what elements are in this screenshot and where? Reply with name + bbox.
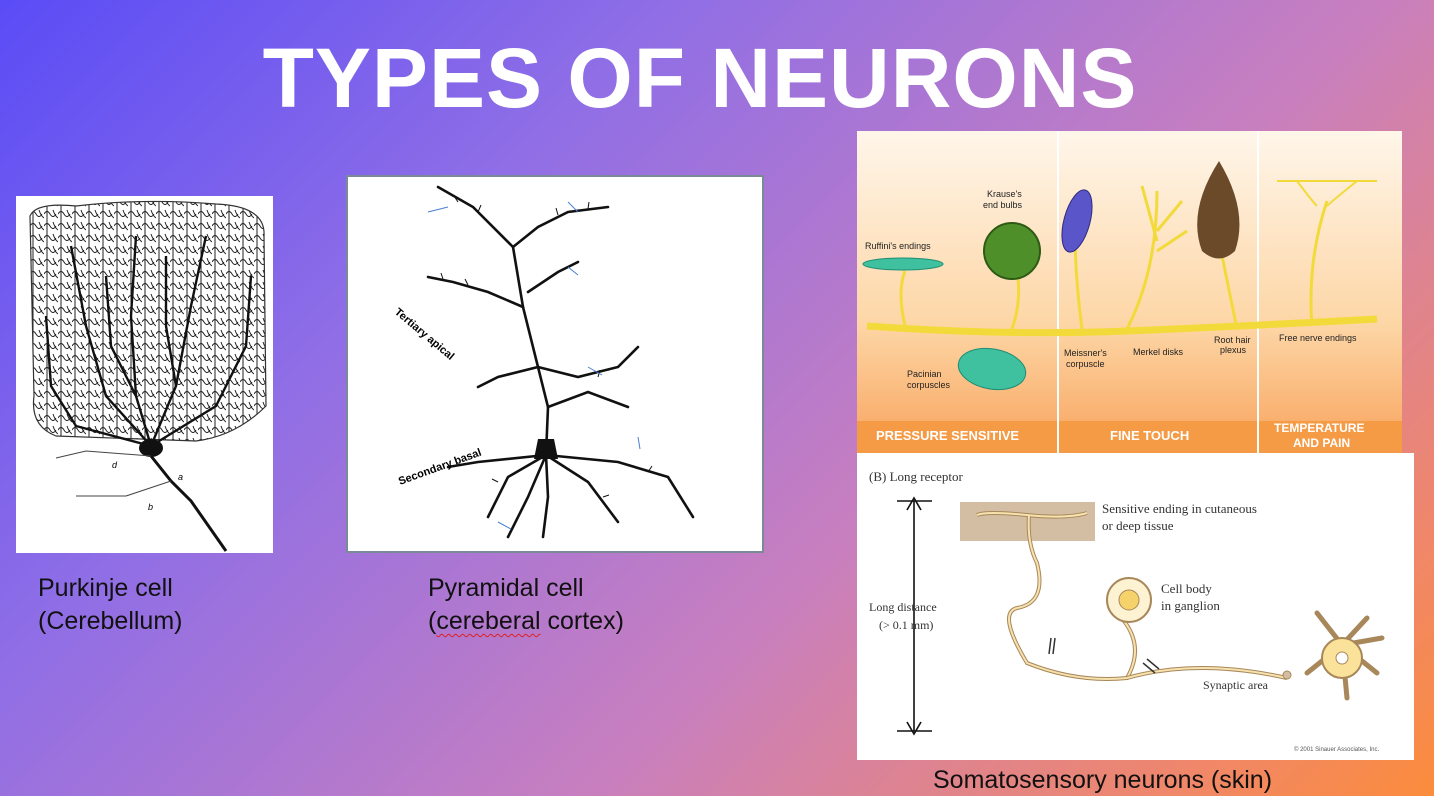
purkinje-label-d: d — [112, 460, 118, 470]
purkinje-label-a: a — [178, 472, 183, 482]
ending-label-1: Sensitive ending in cutaneous — [1102, 501, 1257, 516]
pyramidal-label-tertiary: Tertiary apical — [392, 306, 456, 363]
purkinje-label-b: b — [148, 502, 153, 512]
pyramidal-caption-line1: Pyramidal cell — [428, 574, 584, 602]
pyramidal-caption: Pyramidal cell (cereberal cortex) — [428, 572, 624, 638]
purkinje-caption-line1: Purkinje cell — [38, 574, 173, 602]
label-pacinian-2: corpuscles — [907, 380, 951, 390]
label-meissner: Meissner's — [1064, 348, 1107, 358]
pyramidal-label-secondary: Secondary basal — [397, 447, 483, 488]
somatosensory-caption: Somatosensory neurons (skin) — [933, 766, 1273, 794]
label-merkel: Merkel disks — [1133, 347, 1184, 357]
ending-label-2: or deep tissue — [1102, 518, 1174, 533]
label-roothair: Root hair — [1214, 335, 1251, 345]
cellbody-label-1: Cell body — [1161, 581, 1212, 596]
slide-title: TYPES OF NEURONS — [262, 31, 1138, 125]
pyramidal-caption-open: ( — [428, 607, 437, 635]
band-temperature: TEMPERATURE — [1274, 421, 1364, 435]
synaptic-label: Synaptic area — [1203, 678, 1269, 692]
spellcheck-flagged-word: cereberal — [436, 607, 541, 635]
copyright-label: © 2001 Sinauer Associates, Inc. — [1294, 746, 1379, 753]
label-roothair-2: plexus — [1220, 345, 1247, 355]
band-pressure: PRESSURE SENSITIVE — [876, 428, 1019, 443]
purkinje-caption-line2: (Cerebellum) — [38, 607, 183, 635]
long-receptor-heading: (B) Long receptor — [869, 469, 964, 484]
band-pain: AND PAIN — [1293, 436, 1350, 450]
label-meissner-2: corpuscle — [1066, 359, 1105, 369]
pyramidal-caption-close: cortex) — [540, 607, 624, 635]
label-krause-2: end bulbs — [983, 200, 1023, 210]
label-ruffini: Ruffini's endings — [865, 241, 931, 251]
pyramidal-caption-line2: (cereberal cortex) — [428, 605, 624, 638]
label-free-nerve: Free nerve endings — [1279, 333, 1357, 343]
distance-label-1: Long distance — [869, 600, 937, 614]
band-fine-touch: FINE TOUCH — [1110, 428, 1189, 443]
skin-receptors-figure: Krause's end bulbs Ruffini's endings Pac… — [857, 131, 1402, 453]
label-pacinian: Pacinian — [907, 369, 942, 379]
label-krause: Krause's — [987, 189, 1022, 199]
distance-label-2: (> 0.1 mm) — [879, 618, 933, 632]
pyramidal-figure: Tertiary apical Secondary basal — [346, 175, 764, 553]
cellbody-label-2: in ganglion — [1161, 598, 1220, 613]
purkinje-figure: a b d — [16, 196, 273, 553]
long-receptor-figure: (B) Long receptor Sensitive ending in cu… — [857, 453, 1414, 760]
purkinje-caption: Purkinje cell (Cerebellum) — [38, 572, 182, 638]
